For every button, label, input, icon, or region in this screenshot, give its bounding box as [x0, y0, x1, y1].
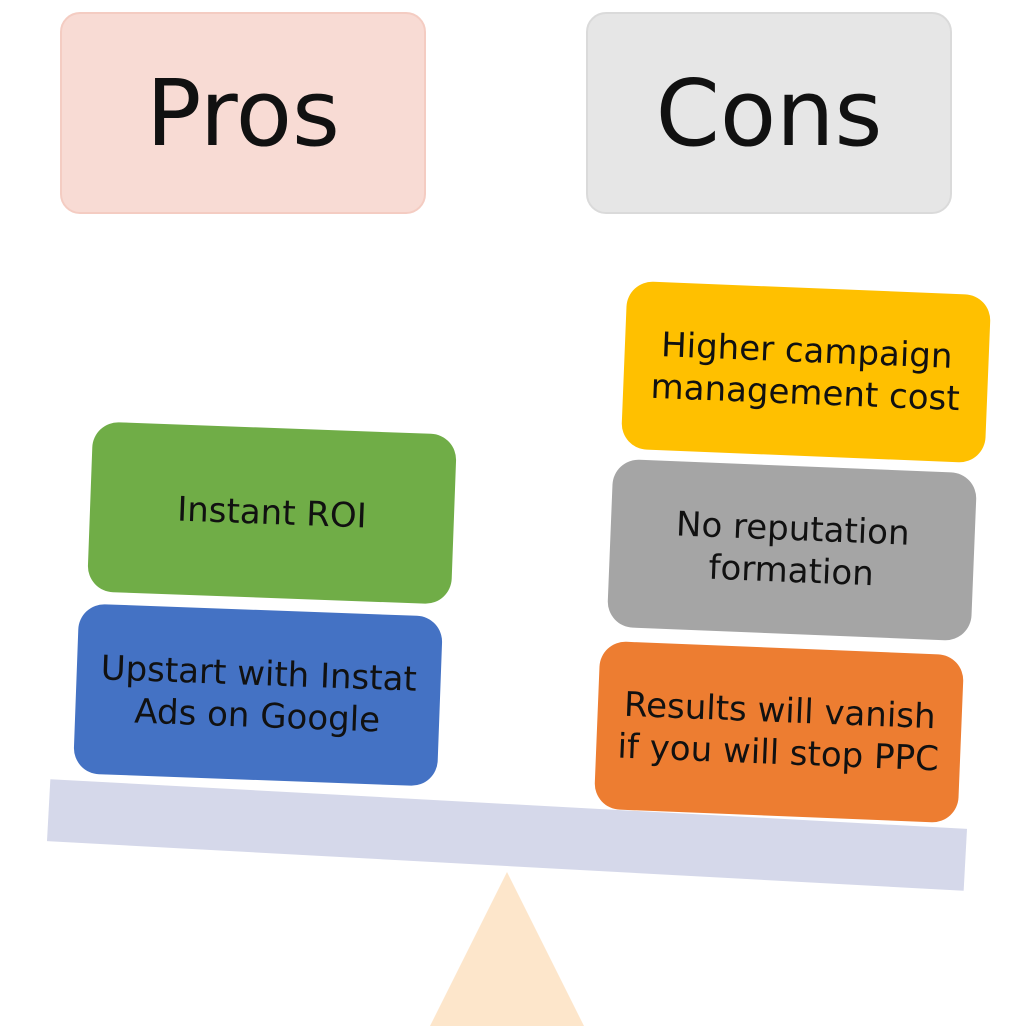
pros-card-instant-roi: Instant ROI	[87, 421, 457, 605]
cons-header: Cons	[586, 12, 952, 214]
cons-header-label: Cons	[655, 59, 883, 167]
balance-fulcrum	[430, 872, 584, 1026]
cons-card-line: formation	[707, 547, 875, 595]
cons-card-campaign-cost: Higher campaign management cost	[620, 280, 992, 464]
cons-card-no-reputation: No reputation formation	[606, 458, 978, 642]
pros-card-line: Instant ROI	[176, 489, 368, 537]
pros-card-upstart-ads: Upstart with Instat Ads on Google	[73, 603, 443, 787]
pros-header: Pros	[60, 12, 426, 214]
pros-header-label: Pros	[146, 59, 340, 167]
cons-card-results-vanish: Results will vanish if you will stop PPC	[593, 640, 965, 824]
